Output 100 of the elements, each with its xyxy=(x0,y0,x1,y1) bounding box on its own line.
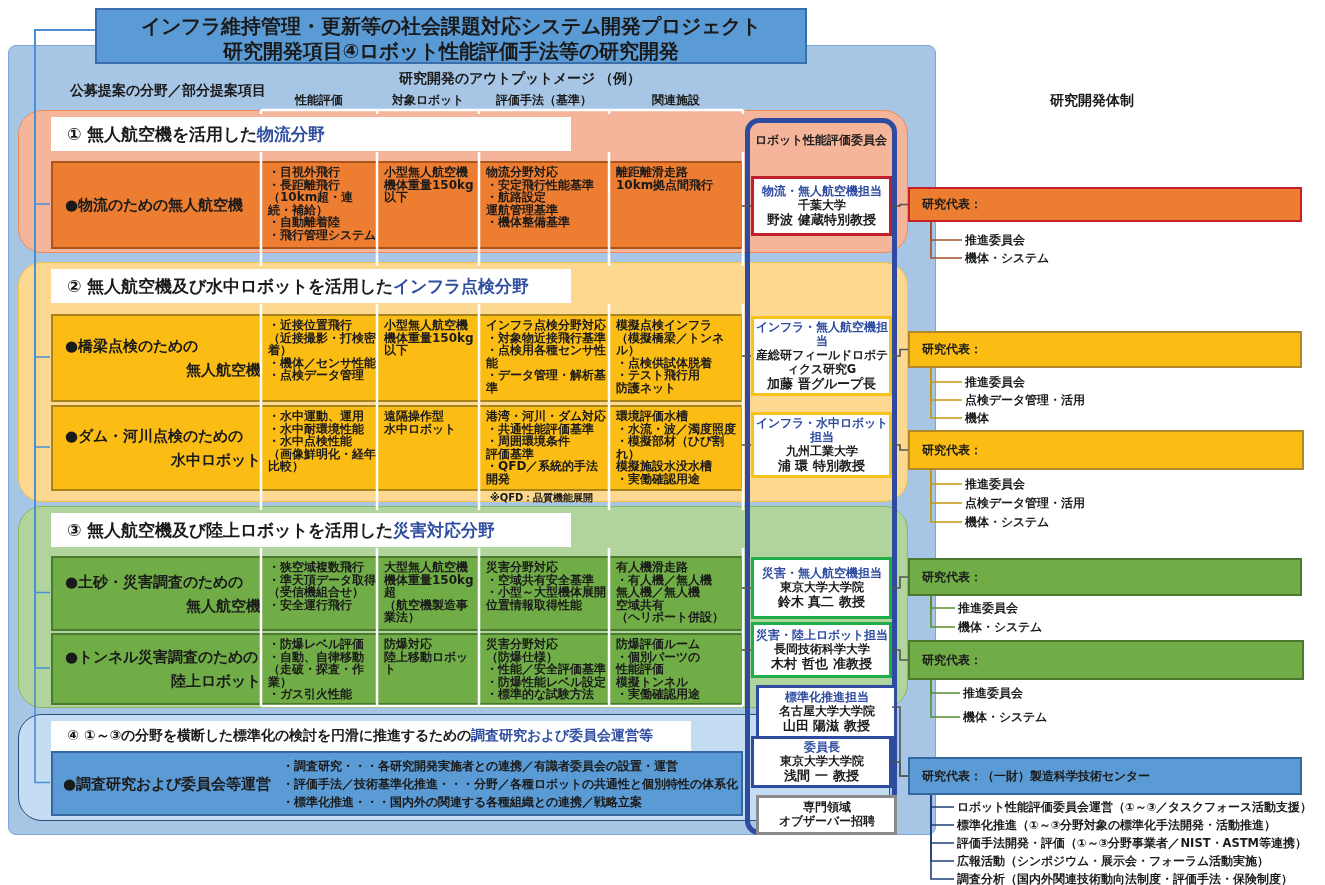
output-item: 離距離滑走路 xyxy=(616,166,689,179)
output-item: 評価基準 xyxy=(486,447,534,461)
affiliation-text: 東京大学大学院 xyxy=(779,580,864,595)
output-item: インフラ点検分野対応 xyxy=(486,319,607,332)
role-label: インフラ・水中ロボット担当 xyxy=(754,415,889,445)
structure-item: 推進委員会 xyxy=(965,232,1025,248)
structure-item: 推進委員会 xyxy=(965,374,1025,390)
output-item: ・空域共有安全基準 xyxy=(486,573,594,587)
column-header: 評価手法（基準） xyxy=(496,92,592,109)
output-item: ・航路設定 xyxy=(486,191,546,204)
structure-item: 調査分析（国内外関連技術動向法制度・評価手法・保険制度） xyxy=(957,871,1293,885)
role-label: インフラ・無人航空機担当 xyxy=(754,320,889,349)
section-band xyxy=(18,262,908,502)
category-title: 無人航空機 xyxy=(185,596,261,616)
organization-bar xyxy=(908,187,1302,222)
connector-line xyxy=(741,587,752,589)
member-card xyxy=(756,685,897,739)
affiliation-text: 東京大学大学院 xyxy=(779,754,864,769)
output-item: （航空機製造事業法） xyxy=(384,598,469,624)
role-label: 標準化推進担当 xyxy=(784,690,869,705)
organization-bar xyxy=(908,640,1304,680)
category-title: ●物流のための無人航空機 xyxy=(65,195,244,215)
organization-bar xyxy=(908,558,1302,596)
output-item: 防爆評価ルーム xyxy=(616,638,701,651)
structure-item: 推進委員会 xyxy=(965,476,1025,492)
output-item: ・性能／安全評価基準 xyxy=(486,663,607,676)
output-item: ・機体／センサ性能 xyxy=(268,356,376,370)
output-item: ・共通性能評価基準 xyxy=(486,422,594,436)
output-item: 模擬施設水没水槽 xyxy=(616,460,713,473)
output-item: ・近接位置飛行 xyxy=(268,319,353,332)
output-item: 災害分野対応 xyxy=(486,638,559,651)
affiliation-text: 九州工業大学 xyxy=(785,444,858,459)
structure-item: 推進委員会 xyxy=(963,685,1023,701)
output-item: ・周囲環境条件 xyxy=(486,435,570,448)
output-item: ・テスト飛行用 xyxy=(616,369,700,382)
member-card xyxy=(751,176,892,236)
section-heading: ④ ①～③の分野を横断した標準化の検討を円滑に推進するための調査研究および委員会運営等 xyxy=(51,721,691,751)
output-item: ・長距離飛行 xyxy=(268,178,341,192)
output-item: 災害分野対応 xyxy=(486,561,558,574)
role-label: 災害・陸上ロボット担当 xyxy=(755,628,888,643)
connector-line xyxy=(891,348,909,357)
tree-line xyxy=(930,367,963,419)
footnote: ※QFD：品質機能展開 xyxy=(490,491,594,505)
section-band xyxy=(18,110,908,253)
output-item: （画像鮮明化・経年比較） xyxy=(268,447,376,473)
heading-label: 研究開発体制 xyxy=(1050,92,1134,110)
tree-line xyxy=(930,221,963,259)
connector-line xyxy=(741,649,752,651)
output-item: ・ガス引火性能 xyxy=(268,688,353,701)
output-item: ・自動、自律移動 xyxy=(268,650,365,664)
output-item: 機体重量150kg超 xyxy=(384,573,475,599)
structure-item: 点検データ管理・活用 xyxy=(965,392,1085,408)
output-item: 遠隔操作型 xyxy=(384,410,445,423)
category-box xyxy=(51,161,743,249)
member-name: 鈴木 真二 教授 xyxy=(777,594,866,610)
structure-item: ロボット性能評価委員会運営（①～③／タスクフォース活動支援） xyxy=(957,799,1313,815)
output-item: ・安定飛行性能基準 xyxy=(486,178,595,192)
category-title: ●橋梁点検のための xyxy=(65,337,200,356)
output-item: 模擬トンネル xyxy=(616,675,688,689)
member-name: 浦 環 特別教授 xyxy=(777,458,866,475)
member-card xyxy=(751,557,892,619)
member-card xyxy=(756,795,897,835)
output-item: 機体重量150kg以下 xyxy=(384,178,475,204)
output-item: ・水中点検性能 xyxy=(268,435,352,448)
tree-line xyxy=(930,679,961,718)
category-title: ●ダム・河川点検のための xyxy=(65,427,245,446)
output-item: 無人機／無人機 xyxy=(616,586,700,599)
connector-line xyxy=(741,355,752,357)
connector-line xyxy=(741,444,752,446)
observer-label: オブザーバー招聘 xyxy=(778,815,875,829)
output-item: 陸上移動ロボット xyxy=(384,650,469,676)
output-item: ・水流・波／濁度照度 xyxy=(616,422,737,436)
section-heading: ③ 無人航空機及び陸上ロボットを活用した災害対応分野 xyxy=(51,513,571,547)
tree-line xyxy=(930,595,956,628)
member-name: 加藤 晋グループ長 xyxy=(767,376,876,392)
output-item: ・防爆レベル評価 xyxy=(268,638,365,651)
committee-title: ロボット性能評価委員会 xyxy=(754,133,888,148)
category-title: ●トンネル災害調査のための xyxy=(65,648,260,667)
connector-line xyxy=(891,649,909,661)
output-item: 運航管理基準 xyxy=(486,203,558,217)
member-name: 山田 陽滋 教授 xyxy=(782,718,871,734)
connector-line xyxy=(891,444,909,451)
output-item: （10km超・連続・補給） xyxy=(268,191,355,217)
organization-label: 研究代表： xyxy=(922,651,982,669)
output-item: ・防爆性能レベル設定 xyxy=(486,675,607,689)
structure-item: 機体・システム xyxy=(965,514,1049,530)
output-item: ・目視外飛行 xyxy=(268,166,341,179)
heading-label: 公募提案の分野／部分提案項目 xyxy=(70,82,266,100)
specialty-label: 専門領域 xyxy=(802,801,851,815)
organization-label: 研究代表： xyxy=(922,341,982,358)
heading-label: 研究開発のアウトプットメージ （例） xyxy=(398,70,642,88)
output-item: 位置情報取得性能 xyxy=(486,598,582,612)
structure-item: 点検データ管理・活用 xyxy=(965,495,1085,511)
output-item: 模擬点検インフラ xyxy=(616,319,713,332)
output-item: ・狭空域複数飛行 xyxy=(268,561,364,574)
output-item: 大型無人航空機 xyxy=(384,561,469,574)
column-header: 対象ロボット xyxy=(392,92,464,109)
structure-item: 機体・システム xyxy=(965,250,1049,266)
title-text: インフラ維持管理・更新等の社会課題対応システム開発プロジェクト xyxy=(140,13,762,40)
tree-line xyxy=(930,469,963,523)
